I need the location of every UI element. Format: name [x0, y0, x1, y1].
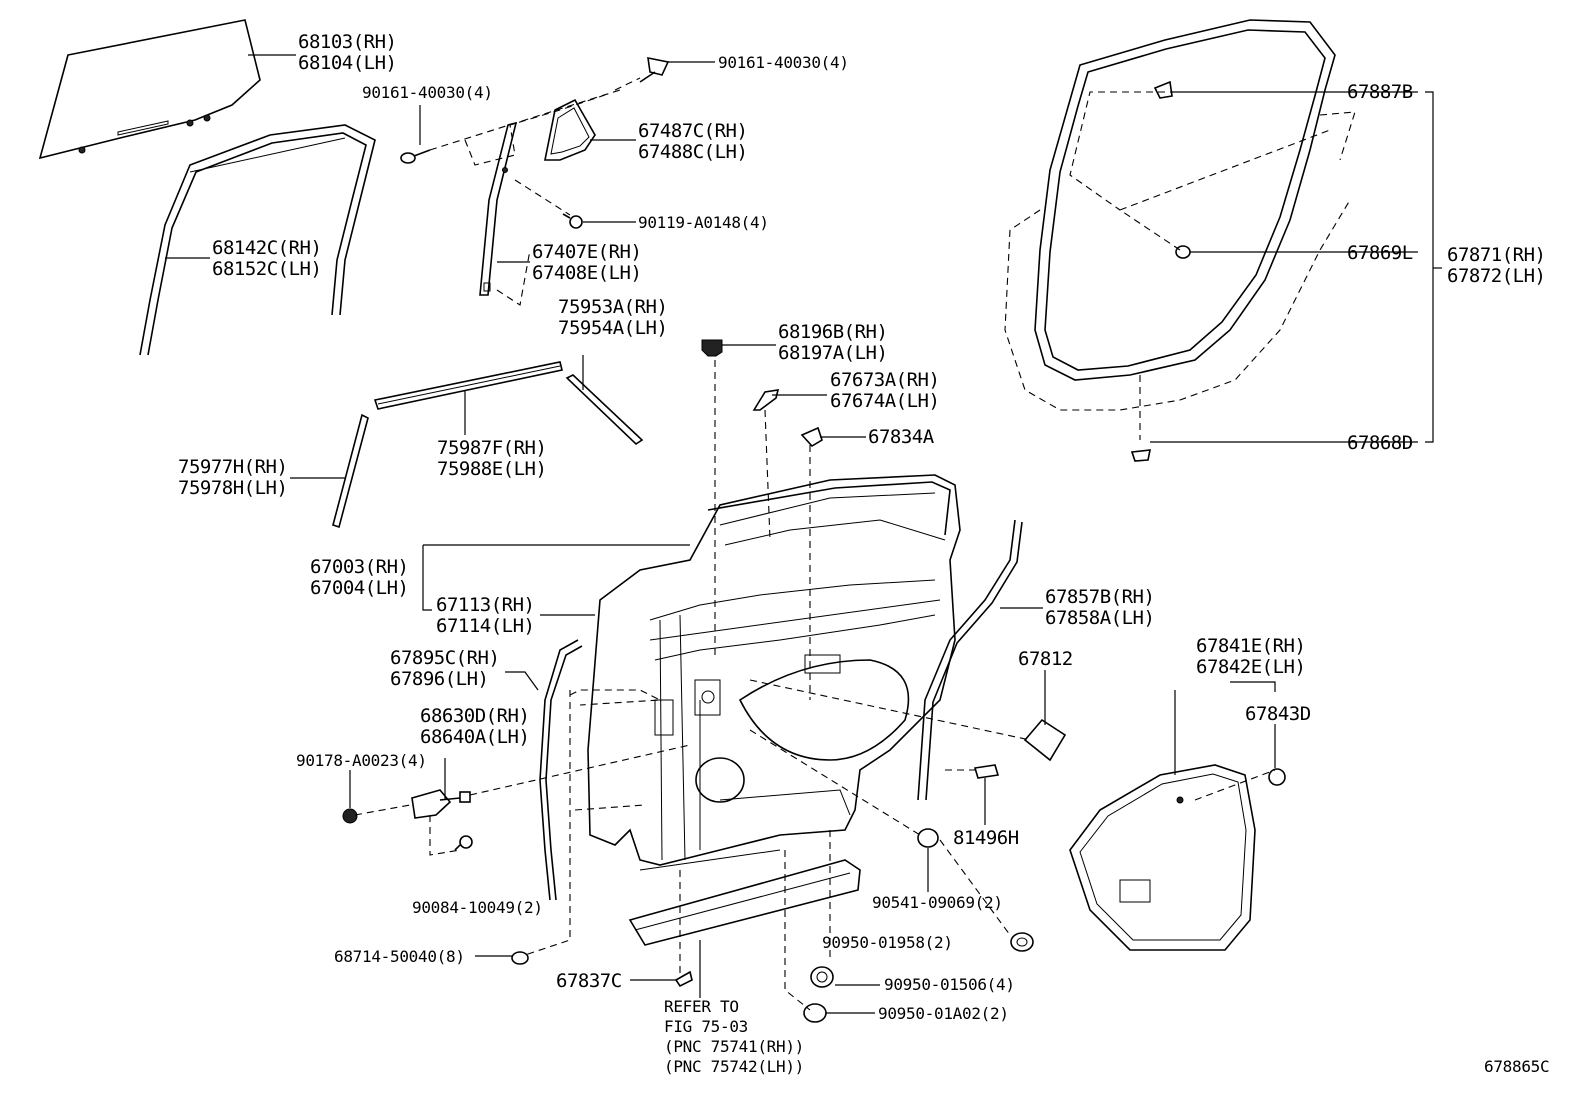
- label-75988[interactable]: 75988E(LH): [437, 458, 547, 480]
- label-67887[interactable]: 67887B: [1347, 81, 1413, 103]
- label-81496[interactable]: 81496H: [953, 827, 1019, 849]
- label-67114[interactable]: 67114(LH): [436, 615, 535, 637]
- label-67113[interactable]: 67113(RH): [436, 594, 535, 616]
- label-75978[interactable]: 75978H(LH): [178, 477, 288, 499]
- cover-67673-drawing: [752, 389, 780, 411]
- screw-left-drawing: [400, 149, 431, 164]
- glass-run-drawing: [139, 124, 376, 356]
- label-67837[interactable]: 67837C: [556, 970, 622, 992]
- label-68142[interactable]: 68142C(RH): [212, 237, 322, 259]
- service-hole-cover-drawing: [1069, 764, 1256, 951]
- label-67834[interactable]: 67834A: [868, 426, 935, 448]
- belt-moulding-drawing: [373, 361, 563, 410]
- pillar-moulding-front-drawing: [565, 374, 644, 446]
- screw-90119-drawing: [562, 213, 583, 229]
- quarter-window-drawing: [544, 98, 596, 161]
- hinge-drawing: [411, 789, 471, 819]
- clip-68196-drawing: [701, 339, 723, 357]
- label-68152[interactable]: 68152C(LH): [212, 258, 322, 280]
- label-67674[interactable]: 67674A(LH): [830, 390, 940, 412]
- screw-top-drawing: [639, 56, 670, 83]
- weatherstrip-67857-drawing: [917, 519, 1023, 801]
- label-67673[interactable]: 67673A(RH): [830, 369, 940, 391]
- label-67868[interactable]: 67868D: [1347, 432, 1413, 454]
- label-90084[interactable]: 90084-10049(2): [412, 898, 543, 917]
- label-67407[interactable]: 67407E(RH): [532, 241, 642, 263]
- label-67896[interactable]: 67896(LH): [390, 668, 489, 690]
- label-67488[interactable]: 67488C(LH): [638, 141, 748, 163]
- label-90119[interactable]: 90119-A0148(4): [638, 213, 769, 232]
- nut-90178-drawing: [342, 808, 358, 824]
- label-90161-left[interactable]: 90161-40030(4): [362, 83, 493, 102]
- label-67869[interactable]: 67869L: [1347, 242, 1413, 264]
- label-67871[interactable]: 67871(RH): [1447, 244, 1546, 266]
- label-90161-top[interactable]: 90161-40030(4): [718, 53, 849, 72]
- pad-67812-drawing: [1023, 718, 1067, 762]
- label-75954[interactable]: 75954A(LH): [558, 317, 668, 339]
- label-68197[interactable]: 68197A(LH): [778, 342, 888, 364]
- label-75987[interactable]: 75987F(RH): [437, 437, 547, 459]
- leader-lines: [165, 54, 1442, 1014]
- figure-code: 678865C: [1484, 1057, 1549, 1076]
- label-68714[interactable]: 68714-50040(8): [334, 947, 465, 966]
- label-90950-01958[interactable]: 90950-01958(2): [822, 933, 953, 952]
- label-68640[interactable]: 68640A(LH): [420, 726, 530, 748]
- label-90178[interactable]: 90178-A0023(4): [296, 751, 427, 770]
- label-90541[interactable]: 90541-09069(2): [872, 893, 1003, 912]
- label-67858[interactable]: 67858A(LH): [1045, 607, 1155, 629]
- refer-line-1: REFER TO: [664, 997, 739, 1016]
- refer-line-3: (PNC 75741(RH)): [664, 1037, 804, 1056]
- label-68104[interactable]: 68104(LH): [298, 52, 397, 74]
- label-67857[interactable]: 67857B(RH): [1045, 586, 1155, 608]
- label-75953[interactable]: 75953A(RH): [558, 296, 668, 318]
- label-67843[interactable]: 67843D: [1245, 703, 1311, 725]
- clip-67887-drawing: [1153, 80, 1173, 99]
- refer-line-4: (PNC 75742(LH)): [664, 1057, 804, 1076]
- label-67841[interactable]: 67841E(RH): [1196, 635, 1306, 657]
- clip-67868-drawing: [1130, 449, 1151, 462]
- pillar-moulding-rear-drawing: [332, 413, 369, 529]
- label-90950-01506[interactable]: 90950-01506(4): [884, 975, 1015, 994]
- plug-90541-drawing: [917, 828, 939, 848]
- grommet-81496-drawing: [973, 764, 1000, 779]
- clip-67837-drawing: [674, 970, 693, 988]
- dashed-lines: [354, 77, 1356, 1011]
- label-75977[interactable]: 75977H(RH): [178, 456, 288, 478]
- clip-68714-drawing: [511, 951, 529, 965]
- refer-line-2[interactable]: FIG 75-03: [664, 1017, 748, 1036]
- label-68103[interactable]: 68103(RH): [298, 31, 397, 53]
- weatherstrip-67895-drawing: [539, 639, 583, 901]
- plug-90950-1958-drawing: [1010, 932, 1034, 952]
- division-bar-drawing: [479, 121, 518, 296]
- label-67004[interactable]: 67004(LH): [310, 577, 409, 599]
- label-67812[interactable]: 67812: [1018, 648, 1073, 670]
- label-67408[interactable]: 67408E(LH): [532, 262, 642, 284]
- label-67842[interactable]: 67842E(LH): [1196, 656, 1306, 678]
- door-panel-drawing: [587, 474, 961, 871]
- label-67487[interactable]: 67487C(RH): [638, 120, 748, 142]
- bolt-90084-drawing: [454, 835, 473, 851]
- label-67895[interactable]: 67895C(RH): [390, 647, 500, 669]
- clip-67869-drawing: [1175, 245, 1191, 259]
- door-glass-drawing: [38, 19, 261, 160]
- clip-67834-drawing: [800, 426, 823, 448]
- part-labels: 68103(RH) 68104(LH) 90161-40030(4) 90161…: [178, 31, 1550, 1076]
- door-weatherstrip-drawing: [1034, 19, 1336, 381]
- label-68196[interactable]: 68196B(RH): [778, 321, 888, 343]
- label-68630[interactable]: 68630D(RH): [420, 705, 530, 727]
- label-67003[interactable]: 67003(RH): [310, 556, 409, 578]
- plug-90950-1506-drawing: [810, 966, 834, 988]
- plug-90950-1a02-drawing: [803, 1003, 827, 1023]
- label-90950-01a02[interactable]: 90950-01A02(2): [878, 1004, 1009, 1023]
- rocker-moulding-drawing: [628, 859, 861, 946]
- nut-67843-drawing: [1268, 768, 1286, 786]
- label-67872[interactable]: 67872(LH): [1447, 265, 1546, 287]
